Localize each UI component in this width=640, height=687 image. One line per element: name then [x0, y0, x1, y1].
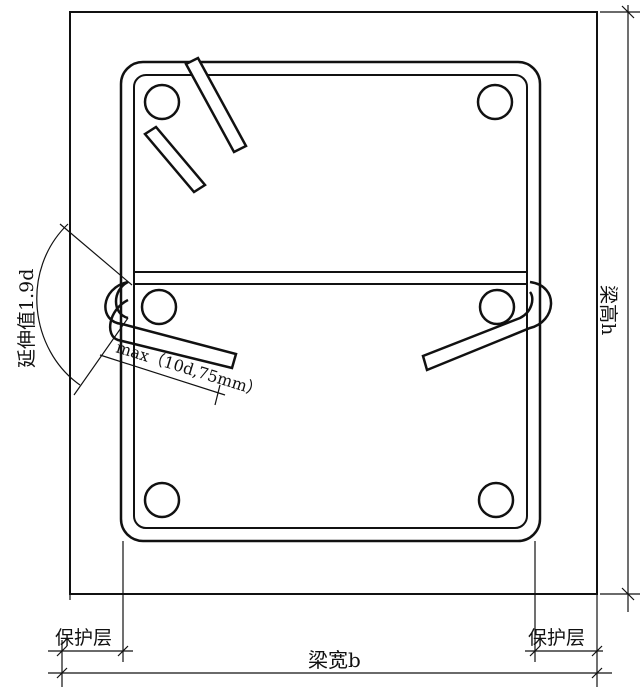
cover-right-label: 保护层 — [528, 627, 585, 649]
tie-hook-left — [104, 280, 238, 370]
stirrup-hooks — [143, 56, 248, 194]
rebar-top-left — [143, 83, 181, 121]
beam-height-label: 梁高h — [597, 285, 619, 335]
rebar-mid-left — [140, 288, 178, 326]
tie-bar — [134, 271, 527, 285]
cover-left-label: 保护层 — [55, 627, 112, 649]
beam-width-label: 梁宽b — [308, 648, 361, 672]
extension-dimension — [36, 222, 226, 600]
tie-hook-right — [421, 280, 553, 372]
rebar-top-right — [476, 83, 514, 121]
stirrup-inner — [133, 74, 528, 529]
extension-value-label: 延伸值1.9d — [16, 269, 38, 368]
rebar-bottom-left — [143, 481, 181, 519]
rebar-mid-right — [478, 288, 516, 326]
height-dimension — [600, 5, 640, 612]
width-dimensions — [48, 541, 612, 687]
hook-length-label: max（10d,75mm） — [114, 338, 265, 401]
stirrup-outer — [119, 60, 542, 543]
rebars — [140, 83, 516, 519]
rebar-bottom-right — [477, 481, 515, 519]
